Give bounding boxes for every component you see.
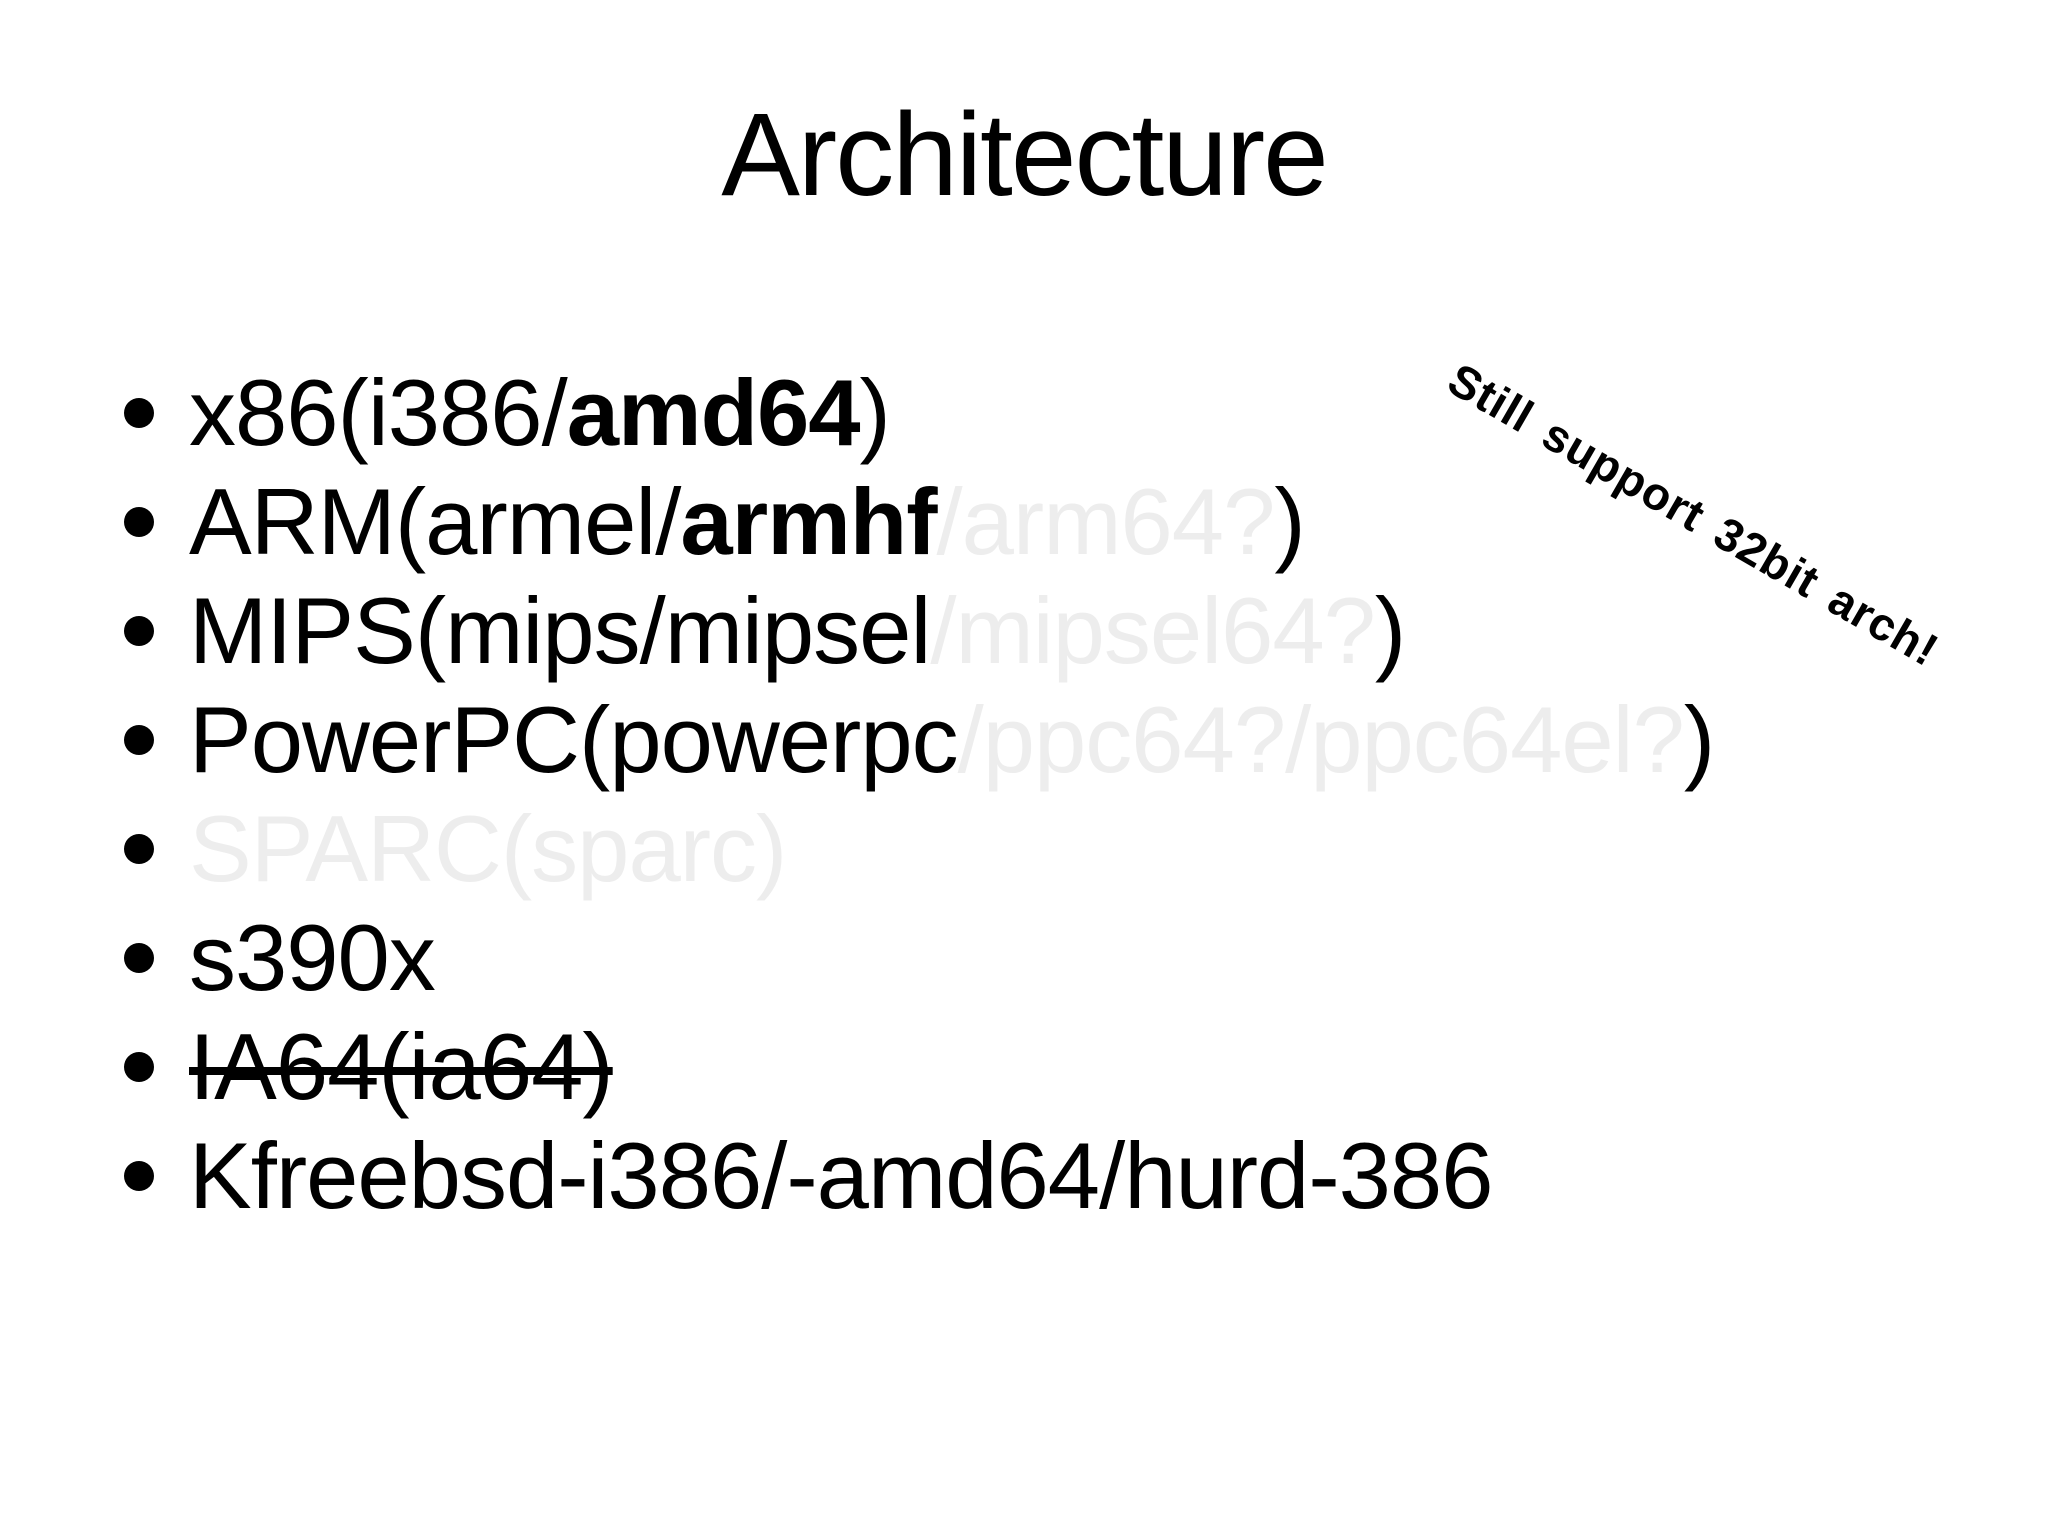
bullet-segment: armhf xyxy=(680,468,937,574)
bullet-dot-icon xyxy=(124,615,154,646)
bullet-marker xyxy=(110,397,189,428)
bullet-item-mips: MIPS(mips/mipsel/mipsel64?) xyxy=(110,576,1714,685)
bullet-segment: /mipsel64? xyxy=(930,577,1376,683)
bullet-marker xyxy=(110,1051,189,1082)
bullet-marker xyxy=(110,615,189,646)
bullet-item-kfreebsd: Kfreebsd-i386/-amd64/hurd-386 xyxy=(110,1121,1714,1230)
bullet-segment: s390x xyxy=(189,904,436,1010)
bullet-dot-icon xyxy=(124,397,154,428)
bullet-item-ia64: IA64(ia64) xyxy=(110,1012,1714,1121)
bullet-segment: PowerPC(powerpc xyxy=(189,686,959,792)
bullet-segment: ) xyxy=(1683,686,1715,792)
bullet-marker xyxy=(110,506,189,537)
bullet-dot-icon xyxy=(124,506,154,537)
bullet-segment: Kfreebsd-i386/-amd64/hurd-386 xyxy=(189,1122,1493,1228)
bullet-item-arm: ARM(armel/armhf/arm64?) xyxy=(110,467,1714,576)
bullet-marker xyxy=(110,833,189,864)
slide-title: Architecture xyxy=(721,89,1329,221)
bullet-line: s390x xyxy=(189,910,436,1005)
bullet-segment: IA64(ia64) xyxy=(189,1013,614,1119)
bullet-item-x86: x86(i386/amd64) xyxy=(110,358,1714,467)
bullet-dot-icon xyxy=(124,942,154,973)
bullet-marker xyxy=(110,1160,189,1191)
bullet-item-powerpc: PowerPC(powerpc/ppc64?/ppc64el?) xyxy=(110,685,1715,794)
bullet-line: x86(i386/amd64) xyxy=(189,365,891,460)
bullet-segment: /arm64? xyxy=(936,468,1276,574)
bullet-dot-icon xyxy=(124,833,154,864)
bullet-line: Kfreebsd-i386/-amd64/hurd-386 xyxy=(189,1128,1493,1223)
bullet-segment: ) xyxy=(859,359,891,465)
bullet-dot-icon xyxy=(124,1051,154,1082)
bullet-segment: MIPS(mips/mipsel xyxy=(189,577,931,683)
bullet-segment: ) xyxy=(1374,577,1406,683)
bullet-segment: ARM(armel/ xyxy=(189,468,681,574)
bullet-line: SPARC(sparc) xyxy=(189,801,787,896)
bullet-marker xyxy=(110,942,189,973)
bullet-dot-icon xyxy=(124,724,154,755)
bullet-line: ARM(armel/armhf/arm64?) xyxy=(189,474,1306,569)
architecture-list: x86(i386/amd64) ARM(armel/armhf/arm64?) … xyxy=(110,358,1715,1230)
bullet-item-sparc: SPARC(sparc) xyxy=(110,794,1714,903)
bullet-segment: SPARC(sparc) xyxy=(189,795,787,901)
bullet-segment: ) xyxy=(1274,468,1305,574)
bullet-segment: /ppc64?/ppc64el? xyxy=(957,686,1685,792)
bullet-dot-icon xyxy=(124,1160,154,1191)
bullet-segment: x86(i386/ xyxy=(189,359,568,465)
bullet-line: PowerPC(powerpc/ppc64?/ppc64el?) xyxy=(189,692,1715,787)
bullet-item-s390x: s390x xyxy=(110,903,1714,1012)
bullet-segment: amd64 xyxy=(566,359,861,465)
bullet-marker xyxy=(110,724,189,755)
bullet-line: MIPS(mips/mipsel/mipsel64?) xyxy=(189,583,1406,678)
bullet-line: IA64(ia64) xyxy=(189,1019,614,1114)
